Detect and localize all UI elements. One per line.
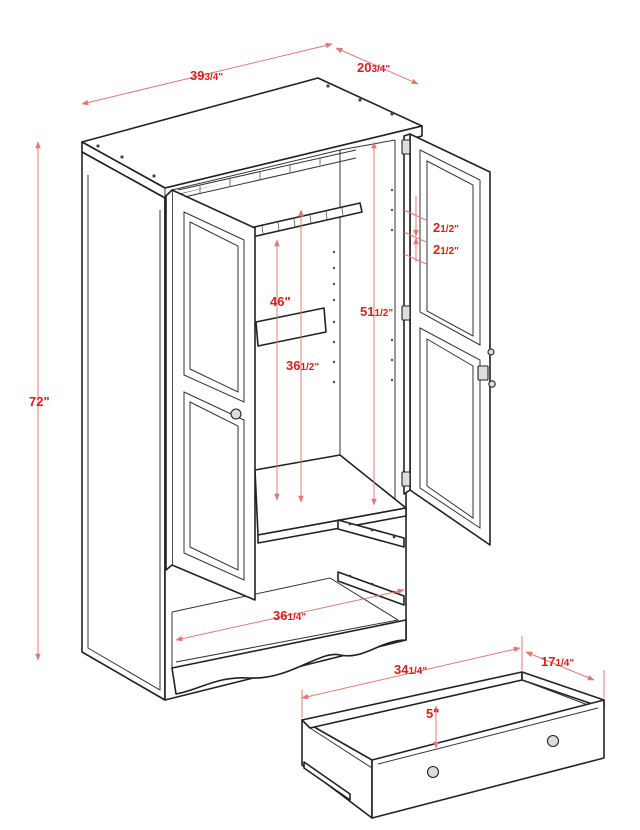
drawer-depth-dimension-label: 171/4" [541, 654, 574, 669]
drawer-height-dimension-label: 5" [426, 706, 439, 721]
right-door [403, 133, 491, 546]
door-height-dimension-label: 511/2" [360, 304, 393, 319]
left-door [165, 189, 256, 601]
depth-dimension-label: 203/4" [357, 60, 390, 75]
spacing-b-dimension-label: 21/2" [433, 242, 459, 257]
left-door-knob [230, 408, 242, 420]
drawer-width-dimension-label: 341/4" [394, 662, 427, 677]
rod-height-dimension-label: 46" [270, 294, 291, 309]
drawer [301, 671, 605, 819]
drawer-knob-right [546, 734, 560, 748]
height-dimension-label: 72" [29, 394, 50, 409]
door-hinge-icon [401, 139, 411, 487]
inner-width-dimension-label: 361/4" [273, 608, 306, 623]
right-door-latch-icon [477, 348, 496, 388]
drawer-knob-left [426, 765, 440, 779]
spacing-a-dimension-label: 21/2" [433, 220, 459, 235]
shelf-height-dimension-label: 361/2" [286, 358, 319, 373]
dimension-lines [35, 42, 605, 749]
width-dimension-label: 393/4" [190, 68, 223, 83]
